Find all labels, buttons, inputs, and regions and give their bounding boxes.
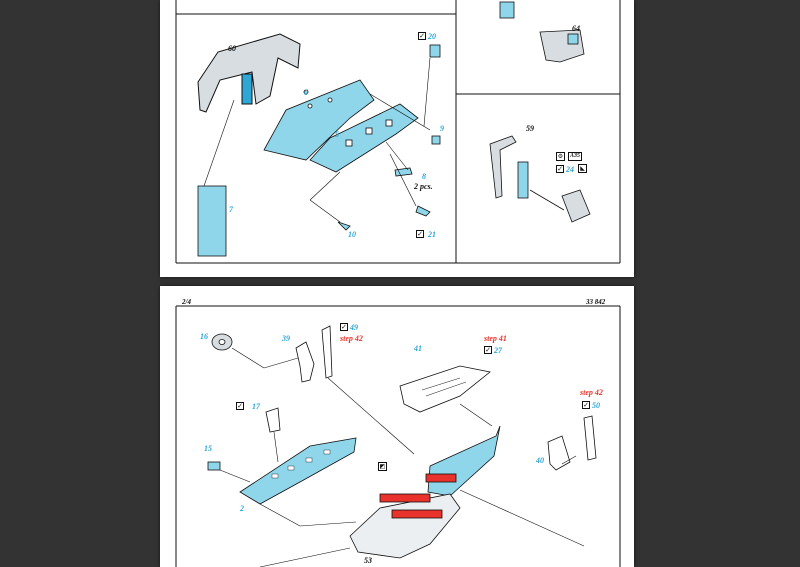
- instruction-page-1: 60 ✓ 20 64 6 5 9 8 2 pcs. 7 10 ✓ 21 59 ⚙…: [160, 0, 634, 277]
- part-7-shape: [197, 185, 227, 257]
- page-1-artwork: [175, 0, 621, 264]
- part-label-53: 53: [364, 556, 372, 565]
- quantity-note: 2 pcs.: [414, 182, 433, 191]
- gear-icon: ⚙: [556, 152, 565, 161]
- part-60-shape: [197, 33, 301, 113]
- part-40-shape: [547, 435, 571, 471]
- kit-number: 33 842: [586, 298, 606, 306]
- page-number: 2/4: [182, 298, 191, 306]
- part-39-shape: [295, 341, 315, 383]
- part-label-5: 5: [335, 130, 339, 139]
- part-label-64: 64: [572, 24, 580, 33]
- check-icon: ✓: [236, 402, 244, 410]
- part-label-20: 20: [428, 32, 436, 41]
- part-label-60: 60: [228, 44, 236, 53]
- check-icon: ✓: [484, 346, 492, 354]
- part-label-16: 16: [200, 332, 208, 341]
- part-16-shape: [211, 333, 233, 351]
- page-2-artwork: [175, 305, 621, 567]
- check-icon: ✓: [582, 401, 590, 409]
- part-label-6: 6: [304, 88, 308, 97]
- resin-part-icon: ◩: [378, 462, 387, 471]
- part-label-8: 8: [422, 172, 426, 181]
- part-41-shape: [399, 365, 491, 413]
- fold-icon: ◣: [578, 164, 587, 173]
- part-label-27: 27: [494, 346, 502, 355]
- step-ref-49: step 42: [340, 334, 363, 343]
- check-icon: ✓: [418, 32, 426, 40]
- part-59-shape: [489, 135, 591, 223]
- check-icon: ✓: [340, 323, 348, 331]
- material-badge: A35: [568, 152, 583, 161]
- part-label-40: 40: [536, 456, 544, 465]
- check-icon: ✓: [416, 230, 424, 238]
- step-ref-27: step 41: [484, 334, 507, 343]
- part-label-24: 24: [566, 165, 574, 174]
- part-15-shape: [207, 461, 221, 471]
- part-label-10: 10: [348, 230, 356, 239]
- part-2-shape: [239, 437, 357, 505]
- part-label-50: 50: [592, 401, 600, 410]
- part-label-59: 59: [526, 124, 534, 133]
- part-label-7: 7: [229, 205, 233, 214]
- part-20-shape: [429, 44, 441, 58]
- part-label-2: 2: [240, 504, 244, 513]
- part-17-shape: [265, 407, 281, 433]
- part-10-shape: [337, 221, 351, 231]
- part-9-shape: [431, 135, 441, 145]
- part-64-shape: [499, 1, 585, 63]
- check-icon: ✓: [556, 165, 564, 173]
- part-label-49: 49: [350, 323, 358, 332]
- part-49-shape: [321, 325, 333, 379]
- part-27-shape: [427, 425, 501, 497]
- part-label-41: 41: [414, 344, 422, 353]
- instruction-page-2: 2/4 33 842 16 39 ✓ 49 step 42 41 step 41…: [160, 286, 634, 567]
- part-label-17: 17: [252, 402, 260, 411]
- part-label-39: 39: [282, 334, 290, 343]
- part-label-9: 9: [440, 124, 444, 133]
- part-53-shape: [349, 473, 461, 559]
- part-5-shape: [309, 103, 419, 173]
- part-6-shape: [263, 79, 375, 161]
- part-8b-shape: [415, 205, 431, 217]
- step-ref-50: step 42: [580, 388, 603, 397]
- part-label-15: 15: [204, 444, 212, 453]
- part-label-21: 21: [428, 230, 436, 239]
- part-50-shape: [583, 415, 597, 461]
